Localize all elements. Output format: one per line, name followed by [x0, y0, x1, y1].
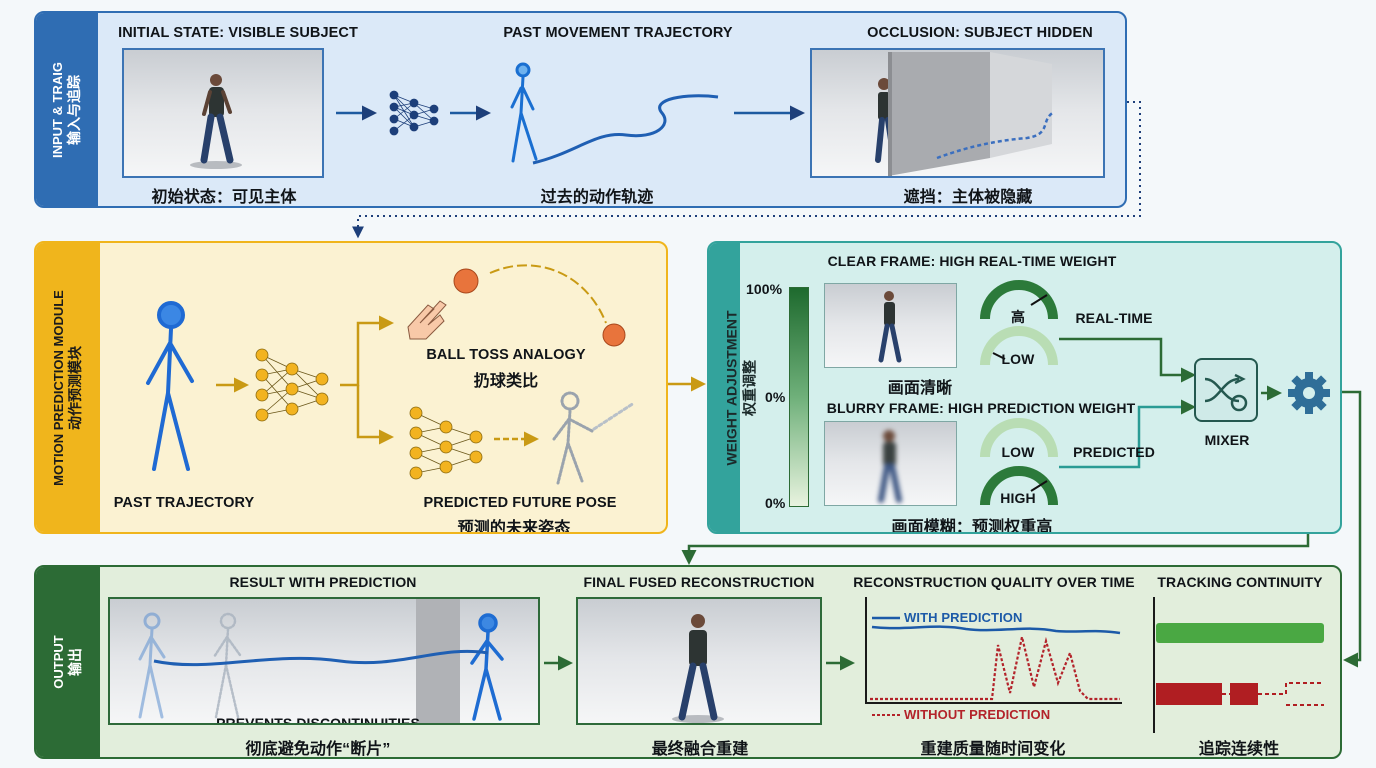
future-pose-label: PREDICTED FUTURE POSE	[423, 495, 617, 511]
trajectory-caption: 过去的动作轨迹	[540, 189, 654, 206]
quality-title: RECONSTRUCTION QUALITY OVER TIME	[853, 574, 1135, 590]
quality-without-label: WITHOUT PREDICTION	[904, 707, 1051, 722]
output-arrows	[544, 655, 855, 671]
tracking-chart	[1153, 597, 1324, 733]
ball-toss-caption: 扔球类比	[473, 373, 539, 390]
past-trajectory-figure	[146, 301, 194, 471]
quality-with-label: WITH PREDICTION	[904, 610, 1023, 625]
quality-caption: 重建质量随时间变化	[920, 741, 1066, 758]
gauge-clear-low	[980, 326, 1058, 366]
input-panel: INPUT & TRAIG 输入与追踪 INITIAL STATE: VISIB…	[34, 11, 1127, 208]
result-caption: 彻底避免动作“断片”	[245, 741, 391, 758]
trajectory-line	[532, 94, 719, 165]
initial-state-title: INITIAL STATE: VISIBLE SUBJECT	[118, 25, 358, 41]
gauge-clear-high	[980, 280, 1058, 320]
occlusion-title: OCCLUSION: SUBJECT HIDDEN	[867, 25, 1093, 41]
motion-graphics	[146, 264, 636, 485]
tracking-title: TRACKING CONTINUITY	[1157, 574, 1323, 590]
weight-side-to-output-connector	[1342, 390, 1362, 668]
blurry-person-figure	[878, 430, 902, 503]
result-title: RESULT WITH PREDICTION	[229, 574, 417, 590]
weight-panel: WEIGHT ADJUSTMENT 权重调整 100% 0% 0% CLEAR …	[707, 241, 1342, 534]
ball-start	[453, 268, 479, 294]
initial-state-image	[122, 48, 324, 178]
fused-caption: 最终融合重建	[651, 741, 749, 758]
result-figures	[138, 599, 504, 723]
quality-chart	[865, 597, 1122, 716]
occluding-wall	[875, 52, 1055, 176]
neural-net-icon-right	[409, 406, 483, 480]
weight-bar-mid-label: 0%	[765, 389, 786, 405]
blurry-gauge-high-label: HIGH	[1000, 490, 1036, 506]
clear-frame-title: CLEAR FRAME: HIGH REAL-TIME WEIGHT	[827, 253, 1117, 269]
result-inner-label: PREVENTS DISCONTINUITIES	[216, 715, 420, 725]
blurry-frame-title: BLURRY FRAME: HIGH PREDICTION WEIGHT	[826, 400, 1136, 416]
output-tab: OUTPUT 输出	[36, 567, 100, 757]
future-pose-figure	[552, 391, 636, 485]
trajectory-title: PAST MOVEMENT TRAJECTORY	[503, 25, 733, 41]
broken-track-segment-1	[1156, 683, 1222, 705]
mixer-icon[interactable]	[1194, 358, 1258, 422]
motion-panel: MOTION PREDICTION MODULE 动作预测模块	[34, 241, 668, 534]
occlusion-image	[810, 48, 1105, 178]
blurry-frame-caption: 画面模糊：预测权重高	[891, 519, 1053, 534]
skeleton-figure	[510, 62, 538, 163]
future-pose-caption: 预测的未来姿态	[457, 520, 571, 534]
neural-net-icon-left	[255, 348, 329, 422]
hidden-trajectory	[936, 110, 1055, 160]
initial-state-caption: 初始状态：可见主体	[151, 189, 297, 206]
fused-person-figure	[672, 614, 724, 723]
clear-person-figure	[878, 291, 902, 363]
blurry-gauge-low-label: LOW	[1001, 444, 1035, 460]
clear-gauge-high-label: 高	[1010, 309, 1026, 325]
without-prediction-line	[870, 636, 1120, 701]
weight-bar-bottom-label: 0%	[765, 495, 786, 511]
with-prediction-line	[871, 625, 1121, 635]
mixer-label: MIXER	[1204, 432, 1250, 448]
clear-gauge-low-label: LOW	[1001, 351, 1035, 367]
past-trajectory-label: PAST TRAJECTORY	[113, 495, 255, 511]
output-panel: OUTPUT 输出 RESULT WITH PREDICTION FINAL F…	[34, 565, 1342, 759]
result-image: PREVENTS DISCONTINUITIES	[108, 597, 540, 725]
clear-frame-image	[824, 283, 957, 368]
broken-track-gap	[1222, 682, 1324, 706]
fused-image	[576, 597, 822, 725]
input-tab: INPUT & TRAIG 输入与追踪	[36, 13, 98, 206]
neural-net-icon	[389, 90, 439, 136]
weight-tab	[709, 243, 740, 532]
gear-icon[interactable]	[1288, 372, 1330, 414]
ball-end	[602, 323, 626, 347]
realtime-label: REAL-TIME	[1075, 310, 1153, 326]
motion-tab: MOTION PREDICTION MODULE 动作预测模块	[36, 243, 100, 532]
weight-graphics	[980, 280, 1330, 506]
ball-toss-label: BALL TOSS ANALOGY	[426, 347, 586, 363]
continuous-track-bar	[1156, 623, 1324, 643]
clear-frame-caption: 画面清晰	[887, 380, 953, 397]
hand-icon	[407, 300, 447, 340]
input-to-motion-connector	[352, 101, 1141, 239]
gauge-blurry-low	[980, 418, 1058, 458]
predicted-label: PREDICTED	[1073, 444, 1155, 460]
tracking-caption: 追踪连续性	[1198, 741, 1280, 758]
gauge-blurry-high	[980, 466, 1058, 506]
quality-chart-axes	[865, 597, 1122, 704]
weight-gradient-bar	[789, 287, 809, 507]
input-flow-graphics	[336, 62, 805, 165]
fused-title: FINAL FUSED RECONSTRUCTION	[583, 574, 815, 590]
weight-bar-top-label: 100%	[746, 281, 783, 297]
walking-person-figure	[190, 74, 242, 169]
occlusion-caption: 遮挡：主体被隐藏	[903, 189, 1033, 206]
continuous-trajectory	[153, 649, 489, 667]
blurry-frame-image	[824, 421, 957, 506]
broken-track-segment-2	[1230, 683, 1258, 705]
